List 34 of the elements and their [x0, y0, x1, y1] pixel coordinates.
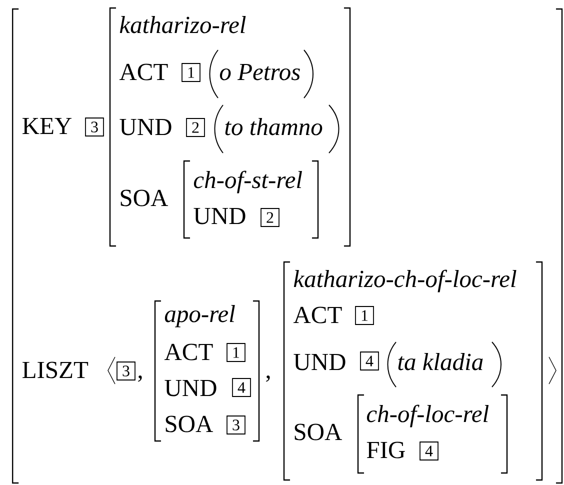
type-label: ch-of-loc-rel: [366, 404, 489, 428]
type-label: ta kladia: [398, 353, 483, 370]
tag-box: 2: [260, 208, 280, 227]
tag-box: 3: [226, 416, 246, 434]
type-label: katharizo-rel: [120, 16, 246, 34]
type-label: katharizo-ch-of-loc-rel: [294, 270, 516, 292]
feature-label: ACT: [119, 64, 168, 80]
feature-label: SOA: [120, 190, 168, 206]
tag-box: 1: [355, 306, 374, 325]
feature-label: UND: [194, 208, 246, 224]
feature-label: ,: [266, 375, 270, 382]
type-label: ch-of-st-rel: [194, 170, 302, 194]
feature-label: KEY: [22, 118, 72, 134]
feature-label: UND: [164, 380, 216, 396]
feature-label: SOA: [294, 424, 342, 440]
tag-box: 3: [116, 362, 136, 380]
tag-box: 4: [232, 378, 251, 397]
tag-box: 4: [420, 442, 438, 460]
type-label: to thamno: [225, 118, 322, 136]
feature-label: LISZT: [22, 362, 88, 378]
feature-label: SOA: [166, 416, 214, 432]
feature-label: UND: [294, 354, 346, 370]
type-label: apo-rel: [164, 305, 235, 328]
feature-label: FIG: [366, 442, 405, 458]
tag-box: 1: [226, 343, 246, 362]
feature-label: UND: [120, 118, 172, 136]
feature-label: ACT: [293, 306, 342, 324]
tag-box: 4: [360, 352, 379, 370]
tag-box: 1: [182, 63, 200, 82]
tag-box: 2: [186, 118, 205, 137]
tag-box: 3: [85, 118, 104, 136]
feature-label: ACT: [164, 344, 213, 360]
feature-label: ,: [138, 375, 142, 382]
type-label: o Petros: [220, 64, 300, 80]
